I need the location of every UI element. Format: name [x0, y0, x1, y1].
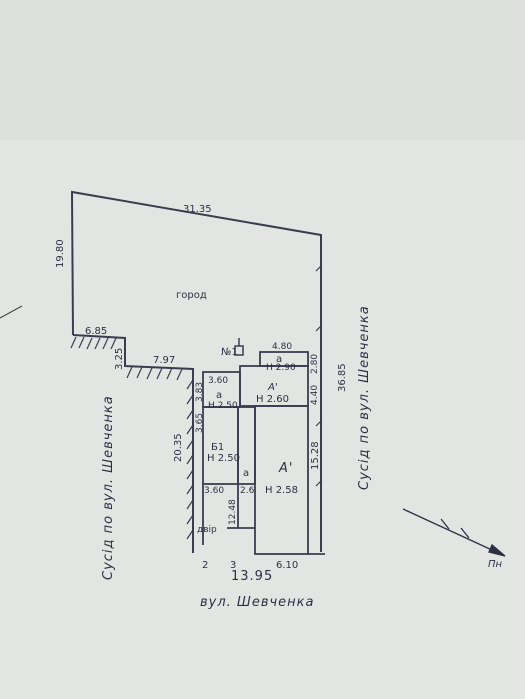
- stair-marker: [234, 338, 244, 356]
- dim-corridor-depth: 12.48: [228, 499, 238, 525]
- room-a1-upper-label: А': [267, 382, 278, 393]
- street-label: вул. Шевченка: [200, 595, 315, 610]
- dim-lot-step-width2: 7.97: [153, 355, 175, 366]
- dim-front-left: 2: [202, 560, 208, 571]
- dim-b1-bottom-width: 3.60: [204, 486, 224, 496]
- dim-front-mid: 3: [230, 560, 236, 571]
- north-arrow: [402, 508, 506, 557]
- room-a-top-height: H 2.90: [266, 363, 296, 373]
- dim-left: 19.80: [55, 239, 66, 268]
- dim-top-room-depth: 2.80: [310, 354, 320, 374]
- dim-b1-depth: 3.65: [195, 413, 205, 433]
- dim-house-depth: 15.28: [310, 441, 321, 470]
- room-a1-main-label: А': [278, 461, 293, 476]
- room-a-top-label: а: [276, 354, 282, 365]
- room-a1-main-height: H 2.58: [265, 485, 298, 496]
- marker-label: №1: [221, 347, 238, 358]
- dim-lot-step-drop: 3.25: [114, 348, 125, 370]
- yard-small-label: двір: [197, 525, 217, 535]
- room-a-mid-label: а: [243, 468, 249, 479]
- dim-side-upper: 3.83: [195, 382, 205, 402]
- dim-corridor-width: 2.6: [240, 486, 255, 496]
- room-a-left-height: H 2.50: [208, 401, 238, 411]
- room-a1-main: [254, 405, 309, 555]
- dim-top-room-width: 3.60: [208, 376, 228, 386]
- lot-boundary: [70, 190, 322, 552]
- yard-label: город: [176, 290, 207, 301]
- room-a-left-label: а: [216, 390, 222, 401]
- dim-top: 31.35: [183, 204, 212, 215]
- paper-shade: [0, 0, 525, 140]
- boundary-hatching: [70, 264, 323, 540]
- neighbor-west-label: Сусід по вул. Шевченка: [101, 395, 116, 580]
- room-b1-label: Б1: [211, 442, 224, 453]
- margin-mark: [0, 305, 23, 319]
- dim-lot-step-width: 6.85: [85, 326, 107, 337]
- dim-front-total: 13.95: [231, 569, 273, 584]
- neighbor-east-label: Сусід по вул. Шевченка: [357, 305, 372, 490]
- dim-front-house: 6.10: [276, 560, 298, 571]
- room-b1-height: H 2.50: [207, 453, 240, 464]
- dim-west-side: 20.35: [173, 433, 184, 462]
- lot-step: [72, 334, 194, 553]
- room-a1-upper-height: H 2.60: [256, 394, 289, 405]
- dim-annex-depth: 4.40: [310, 385, 320, 405]
- dim-east-side: 36.85: [337, 363, 348, 392]
- house-outline: [202, 351, 325, 555]
- dim-house-top-width: 4.80: [272, 342, 292, 352]
- north-label: Пн: [488, 559, 503, 570]
